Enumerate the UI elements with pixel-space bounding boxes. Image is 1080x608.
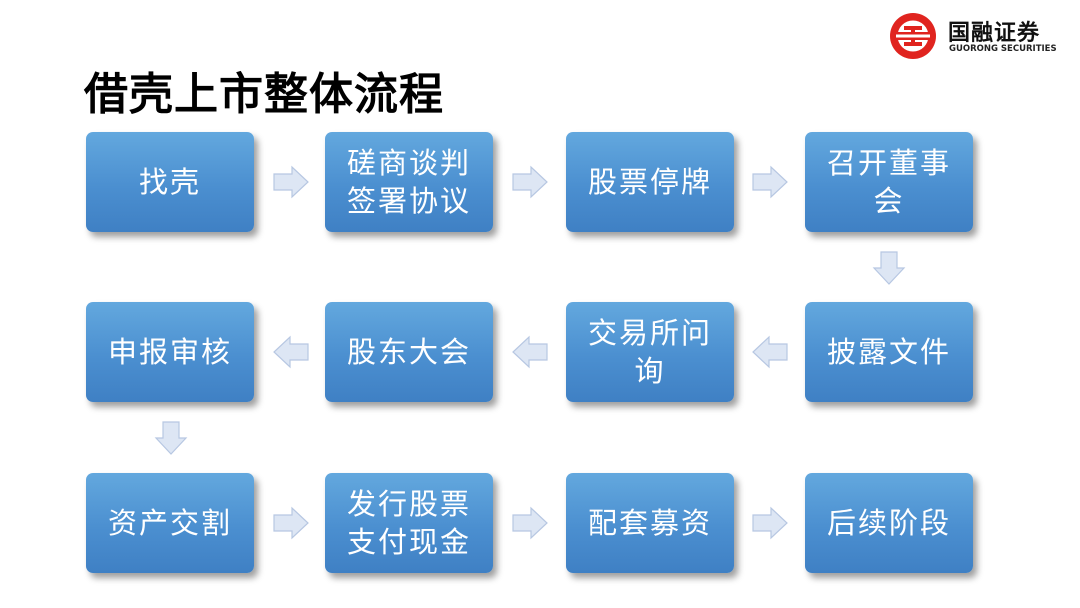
step-label-line-1: 发行股票 (346, 487, 471, 521)
step-label: 股票停牌 (587, 165, 712, 199)
step-label-line-2: 会 (873, 184, 905, 218)
step-label-line-1: 召开董事 (826, 146, 951, 180)
arrow-right-icon (511, 506, 549, 540)
step-label-line-2: 询 (634, 354, 666, 388)
arrow-left-icon (272, 335, 310, 369)
step-label-line-2: 签署协议 (346, 184, 471, 218)
arrow-left-icon (751, 335, 789, 369)
arrow-down-icon (154, 420, 188, 456)
step-box-6: 交易所问 询 (566, 302, 734, 402)
logo-subtitle: GUORONG SECURITIES (949, 44, 1057, 54)
arrow-right-icon (272, 165, 310, 199)
step-box-3: 股票停牌 (566, 132, 734, 232)
arrow-right-icon (751, 506, 789, 540)
guorong-logo-icon (890, 13, 936, 59)
step-label-line-1: 交易所问 (587, 316, 712, 350)
step-label: 披露文件 (826, 335, 951, 369)
step-box-12: 后续阶段 (805, 473, 973, 573)
step-label: 资产交割 (107, 506, 232, 540)
step-label: 找壳 (138, 165, 201, 199)
step-box-4: 召开董事 会 (805, 132, 973, 232)
step-box-10: 发行股票 支付现金 (325, 473, 493, 573)
step-label: 配套募资 (587, 506, 712, 540)
logo-name: 国融证券 (948, 21, 1041, 46)
step-label: 后续阶段 (826, 506, 951, 540)
step-box-7: 股东大会 (325, 302, 493, 402)
step-box-5: 披露文件 (805, 302, 973, 402)
page-title: 借壳上市整体流程 (84, 69, 444, 120)
arrow-right-icon (751, 165, 789, 199)
arrow-left-icon (511, 335, 549, 369)
step-box-2: 磋商谈判 签署协议 (325, 132, 493, 232)
step-label-line-2: 支付现金 (346, 525, 471, 559)
step-label-line-1: 磋商谈判 (346, 146, 471, 180)
arrow-down-icon (872, 250, 906, 286)
step-box-1: 找壳 (86, 132, 254, 232)
company-logo: 国融证券 GUORONG SECURITIES (886, 8, 1076, 60)
step-label: 申报审核 (107, 335, 232, 369)
step-box-8: 申报审核 (86, 302, 254, 402)
arrow-right-icon (511, 165, 549, 199)
step-box-11: 配套募资 (566, 473, 734, 573)
step-box-9: 资产交割 (86, 473, 254, 573)
step-label: 股东大会 (346, 335, 471, 369)
arrow-right-icon (272, 506, 310, 540)
